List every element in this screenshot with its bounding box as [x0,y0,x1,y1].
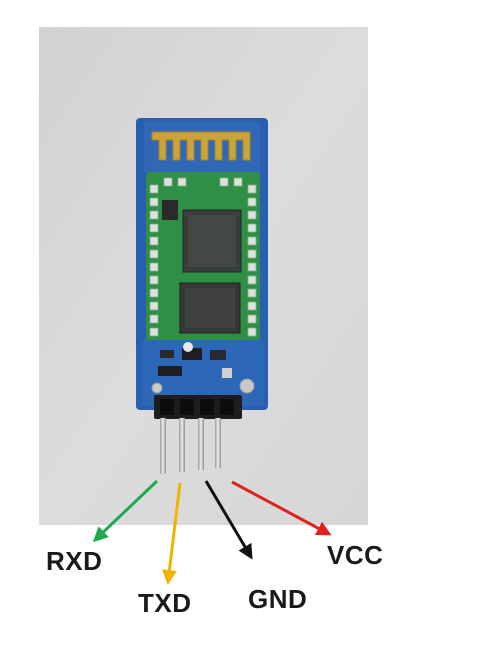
txd-arrow [161,482,182,585]
label-vcc: VCC [327,540,384,570]
rxd-arrow [92,479,159,543]
label-txd: TXD [138,588,192,618]
crystal-component [162,200,178,220]
flash-chip-face [185,288,235,328]
top-pads [163,177,243,187]
left-pads [149,184,159,337]
pin-gnd [198,418,204,470]
gnd-arrow [204,480,253,560]
label-rxd: RXD [46,546,103,576]
vcc-arrow [231,480,332,536]
smd-part [160,350,174,358]
antenna-trace-icon [151,131,251,161]
label-gnd: GND [248,584,308,614]
pin-txd [179,418,185,472]
pin-vcc [215,418,221,468]
right-pads [247,184,257,337]
header-slots [160,399,234,415]
smd-part [158,366,182,376]
smd-part [222,368,232,378]
main-chip-face [188,215,236,267]
smd-part [210,350,226,360]
led-icon [183,342,193,352]
mount-hole [151,382,163,394]
mount-hole [239,378,255,394]
pin-rxd [160,418,166,474]
